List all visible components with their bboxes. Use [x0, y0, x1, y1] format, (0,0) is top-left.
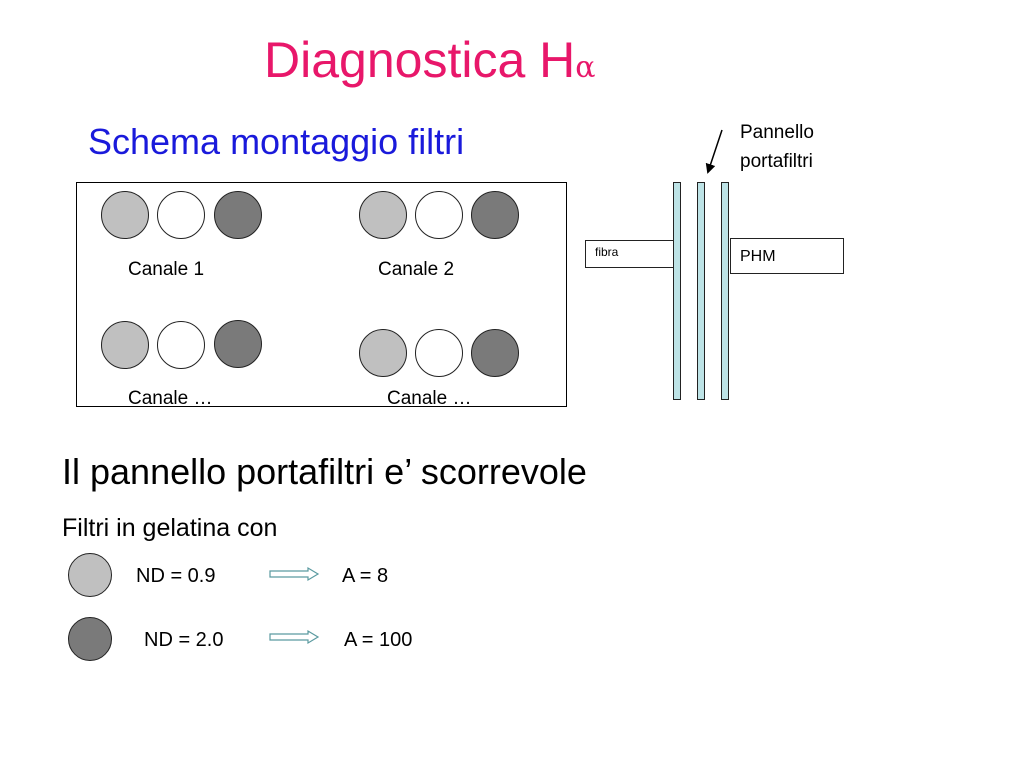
- filter-light-channel-3: [101, 321, 149, 369]
- filter-light-channel-1: [101, 191, 149, 239]
- gelatin-filters-note: Filtri in gelatina con: [62, 514, 278, 542]
- phm-label: PHM: [740, 248, 776, 265]
- page-title: Diagnostica Hα: [264, 30, 596, 98]
- filter-dark-channel-4: [471, 329, 519, 377]
- phm-box: [730, 238, 844, 274]
- filter-panel-bar-3: [721, 182, 729, 400]
- filter-light-channel-2: [359, 191, 407, 239]
- channel-label-2: Canale 2: [378, 259, 455, 280]
- filter-light-channel-4: [359, 329, 407, 377]
- legend-a-2: A = 100: [344, 629, 413, 651]
- legend-swatch-dark: [68, 617, 112, 661]
- title-text: Diagnostica H: [264, 32, 576, 88]
- legend-a-1: A = 8: [342, 565, 389, 587]
- filter-dark-channel-1: [214, 191, 262, 239]
- filter-panel-bar-2: [697, 182, 705, 400]
- channel-label-3: Canale …: [128, 388, 213, 409]
- sliding-panel-note: Il pannello portafiltri e’ scorrevole: [62, 451, 587, 492]
- filter-panel-bar-1: [673, 182, 681, 400]
- legend-nd-1: ND = 0.9: [136, 565, 216, 587]
- filter-white-channel-1: [157, 191, 205, 239]
- fibra-box: [585, 240, 675, 268]
- legend-swatch-light: [68, 553, 112, 597]
- filter-dark-channel-3: [214, 320, 262, 368]
- panel-label: Pannello portafiltri: [740, 118, 814, 176]
- legend-arrow-icon-1: [269, 566, 320, 582]
- filter-white-channel-3: [157, 321, 205, 369]
- filter-white-channel-4: [415, 329, 463, 377]
- page-subtitle: Schema montaggio filtri: [88, 121, 465, 162]
- panel-pointer-arrow-icon: [705, 129, 723, 174]
- legend-arrow-icon-2: [269, 629, 320, 645]
- fibra-label: fibra: [595, 245, 619, 259]
- panel-label-line-2: portafiltri: [740, 151, 813, 172]
- title-alpha-symbol: α: [575, 50, 596, 85]
- channel-label-1: Canale 1: [128, 259, 205, 280]
- panel-label-line-1: Pannello: [740, 122, 814, 143]
- filter-layout-box: Canale 1 Canale 2 Canale … Canale …: [76, 182, 567, 409]
- legend-nd-2: ND = 2.0: [144, 629, 224, 651]
- channel-label-4: Canale …: [387, 388, 472, 409]
- filter-dark-channel-2: [471, 191, 519, 239]
- filter-white-channel-2: [415, 191, 463, 239]
